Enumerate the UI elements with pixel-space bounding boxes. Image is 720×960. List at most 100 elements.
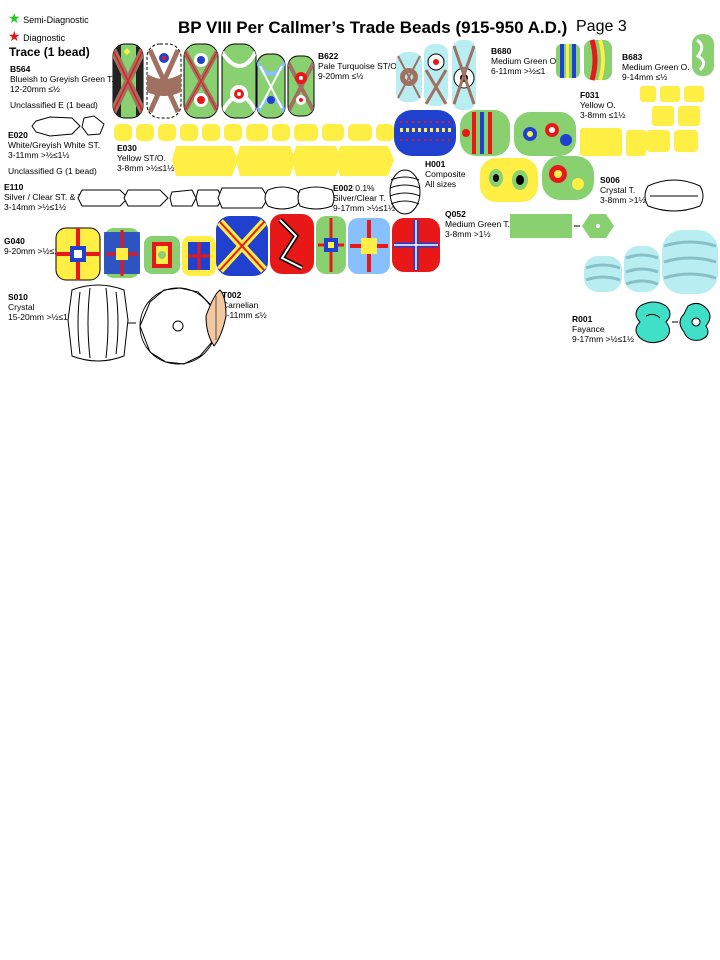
label-f031: F031 Yellow O. 3-8mm ≤1½ bbox=[580, 90, 625, 120]
desc-b683: Medium Green O. bbox=[622, 61, 690, 72]
desc-r001: Fayance bbox=[572, 323, 605, 334]
label-r001: R001 Fayance 9-17mm >½≤1½ bbox=[572, 314, 635, 344]
desc-e002: Silver/Clear T. bbox=[333, 192, 386, 203]
bead-b564-3 bbox=[183, 43, 219, 119]
desc-f031: Yellow O. bbox=[580, 99, 616, 110]
size-t002: 9-11mm ≤½ bbox=[222, 309, 267, 320]
bead-g040-8 bbox=[348, 218, 390, 274]
bead-g040-9 bbox=[392, 218, 440, 272]
label-s006: S006 Crystal T. 3-8mm >1½ bbox=[600, 175, 646, 205]
desc-b622: Pale Turquoise ST/O. bbox=[318, 60, 400, 71]
size-s010: 15-20mm >½≤1 bbox=[8, 311, 68, 322]
size-b622: 9-20mm ≤½ bbox=[318, 70, 364, 81]
bead-g040-2 bbox=[104, 228, 140, 278]
bead-g040-5 bbox=[216, 216, 268, 276]
size-e110: 3-14mm >½≤1½ bbox=[4, 201, 67, 212]
size-r001: 9-17mm >½≤1½ bbox=[572, 333, 635, 344]
code-b622: B622 bbox=[318, 51, 339, 61]
label-e030: E030 Yellow ST/O. 3-8mm >½≤1½ bbox=[117, 143, 175, 173]
legend-semi-diagnostic: ★ Semi-Diagnostic bbox=[8, 10, 89, 27]
legend-semi-label: Semi-Diagnostic bbox=[23, 15, 89, 25]
bead-h001-2 bbox=[460, 110, 510, 156]
code-e110: E110 bbox=[4, 182, 24, 192]
bead-h001-3 bbox=[514, 112, 576, 156]
page-title: BP VIII Per Callmer’s Trade Beads (915-9… bbox=[178, 18, 568, 37]
code-r001: R001 bbox=[572, 314, 593, 324]
label-g040: G040 9-20mm >½≤1 bbox=[4, 236, 59, 257]
desc-e020: White/Greyish White ST. bbox=[8, 139, 101, 150]
size-q052: 3-8mm >1½ bbox=[445, 228, 491, 239]
label-q052: Q052 Medium Green T. 3-8mm >1½ bbox=[445, 209, 510, 239]
label-t002: T002 Carnelian 9-11mm ≤½ bbox=[222, 290, 267, 320]
text-unclassified-g: Unclassified G (1 bead) bbox=[8, 166, 97, 176]
label-b564: B564 Blueish to Greyish Green T. 12-20mm… bbox=[10, 64, 114, 94]
text-unclassified-e: Unclassified E (1 bead) bbox=[10, 100, 98, 110]
code-e030: E030 bbox=[117, 143, 137, 153]
desc-b564: Blueish to Greyish Green T. bbox=[10, 73, 114, 84]
label-b680: B680 Medium Green O. 6-11mm >½≤1 bbox=[491, 46, 559, 76]
size-g040: 9-20mm >½≤1 bbox=[4, 245, 59, 256]
bead-s006 bbox=[644, 179, 704, 212]
label-s010: S010 Crystal 15-20mm >½≤1 bbox=[8, 292, 68, 322]
page-number: Page 3 bbox=[576, 18, 627, 35]
desc-s010: Crystal bbox=[8, 301, 35, 312]
bead-q052 bbox=[510, 214, 614, 238]
bead-g040-7 bbox=[316, 216, 346, 274]
bead-e002 bbox=[389, 169, 421, 215]
code-f031: F031 bbox=[580, 90, 600, 100]
bead-h001-1 bbox=[394, 110, 456, 156]
label-e020: E020 White/Greyish White ST. 3-11mm >½≤1… bbox=[8, 130, 101, 160]
desc-e110: Silver / Clear ST. & T. bbox=[4, 191, 85, 202]
bead-b564-1: ◆ bbox=[112, 43, 144, 119]
bead-b564-5 bbox=[256, 53, 286, 119]
bead-h001-4 bbox=[480, 158, 538, 202]
bead-b622-2 bbox=[424, 44, 448, 106]
bead-b680-2 bbox=[584, 39, 612, 81]
bead-g040-4 bbox=[182, 236, 216, 276]
desc-s006: Crystal T. bbox=[600, 184, 636, 195]
bead-striped-group bbox=[584, 230, 718, 294]
label-e002: E002 0.1% Silver/Clear T. 9-17mm >½≤1½ bbox=[333, 183, 396, 213]
size-h001: All sizes bbox=[425, 178, 457, 189]
code-s006: S006 bbox=[600, 175, 620, 185]
green-star-icon: ★ bbox=[8, 10, 21, 26]
size-e002: 9-17mm >½≤1½ bbox=[333, 202, 396, 213]
pct-e002: 0.1% bbox=[355, 183, 375, 193]
code-q052: Q052 bbox=[445, 209, 466, 219]
code-s010: S010 bbox=[8, 292, 28, 302]
bead-b680-1 bbox=[556, 44, 580, 78]
trace-heading: Trace (1 bead) bbox=[9, 45, 90, 59]
bead-g040-3 bbox=[144, 236, 180, 274]
desc-b680: Medium Green O. bbox=[491, 55, 559, 66]
bead-h001-5 bbox=[542, 156, 594, 200]
code-b683: B683 bbox=[622, 52, 643, 62]
bead-b683 bbox=[692, 34, 714, 76]
size-b683: 9-14mm ≤½ bbox=[622, 71, 668, 82]
size-e030: 3-8mm >½≤1½ bbox=[117, 162, 175, 173]
code-e002: E002 bbox=[333, 183, 353, 193]
label-b622: B622 Pale Turquoise ST/O. 9-20mm ≤½ bbox=[318, 51, 400, 81]
bead-b564-4 bbox=[221, 43, 257, 119]
bead-e020-outlines bbox=[31, 115, 105, 137]
bead-t002 bbox=[205, 289, 227, 347]
label-b683: B683 Medium Green O. 9-14mm ≤½ bbox=[622, 52, 690, 82]
label-h001: H001 Composite All sizes bbox=[425, 159, 466, 189]
bead-f031-group bbox=[580, 86, 704, 156]
desc-t002: Carnelian bbox=[222, 299, 259, 310]
bead-e110-outlines bbox=[77, 186, 335, 210]
desc-e030: Yellow ST/O. bbox=[117, 152, 166, 163]
bead-b564-6 bbox=[287, 55, 315, 117]
legend-diagnostic: ★ Diagnostic bbox=[8, 28, 65, 45]
bead-g040-6 bbox=[270, 214, 314, 274]
size-e020: 3-11mm >½≤1½ bbox=[8, 149, 70, 160]
size-b564: 12-20mm ≤½ bbox=[10, 83, 61, 94]
red-star-icon: ★ bbox=[8, 28, 21, 44]
bead-e030-row bbox=[114, 124, 394, 176]
bead-b622-1 bbox=[396, 52, 422, 102]
bead-b564-2 bbox=[146, 43, 182, 119]
bead-b622-3 bbox=[452, 40, 476, 110]
svg-text:◆: ◆ bbox=[124, 46, 131, 56]
size-s006: 3-8mm >1½ bbox=[600, 194, 646, 205]
label-e110: E110 Silver / Clear ST. & T. 3-14mm >½≤1… bbox=[4, 182, 85, 212]
